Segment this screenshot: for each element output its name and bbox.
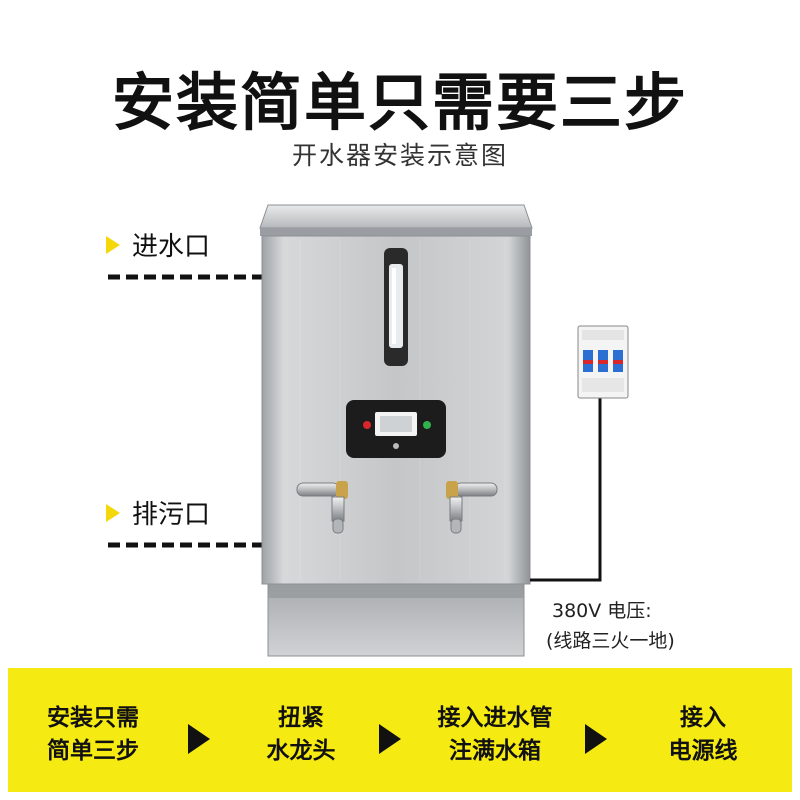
water-level-gauge [384,248,408,366]
step-1: 安装只需 简单三步 [18,702,168,768]
control-panel [346,400,446,458]
step-4: 接入 电源线 [628,702,778,768]
step-2-line2: 水龙头 [266,738,336,764]
page-title: 安装简单只需要三步 [111,66,688,139]
step-4-line2: 电源线 [668,738,738,764]
step-arrow-icon [585,724,607,754]
left-tap [296,481,348,534]
voltage-note: (线路三火一地) [546,630,675,652]
step-4-line1: 接入 [680,705,726,731]
step-1-line1: 安装只需 [47,705,139,731]
step-arrow-icon [379,724,401,754]
triangle-pointer-icon [106,235,120,254]
boiler-lid [259,204,533,229]
triangle-pointer-icon [106,503,120,522]
drain-label-text: 排污口 [132,500,211,530]
step-3-line1: 接入进水管 [437,705,553,731]
circuit-breaker-icon [577,325,629,399]
voltage-label: 380V 电压: [552,600,652,622]
drain-label: 排污口 [106,494,210,531]
step-2-line1: 扭紧 [278,705,324,731]
steps-banner: 安装只需 简单三步 扭紧 水龙头 接入进水管 注满水箱 接入 电源线 [8,668,792,792]
green-indicator-light [423,421,431,429]
inlet-label-text: 进水口 [132,232,211,262]
step-2: 扭紧 水龙头 [226,702,376,768]
inlet-label: 进水口 [106,226,210,263]
red-indicator-light [363,421,371,429]
step-1-line2: 简单三步 [47,738,139,764]
page-subtitle: 开水器安装示意图 [291,141,508,170]
step-arrow-icon [188,724,210,754]
right-tap [446,481,498,534]
power-cable [530,398,602,582]
step-3: 接入进水管 注满水箱 [420,702,570,768]
step-3-line2: 注满水箱 [449,738,541,764]
